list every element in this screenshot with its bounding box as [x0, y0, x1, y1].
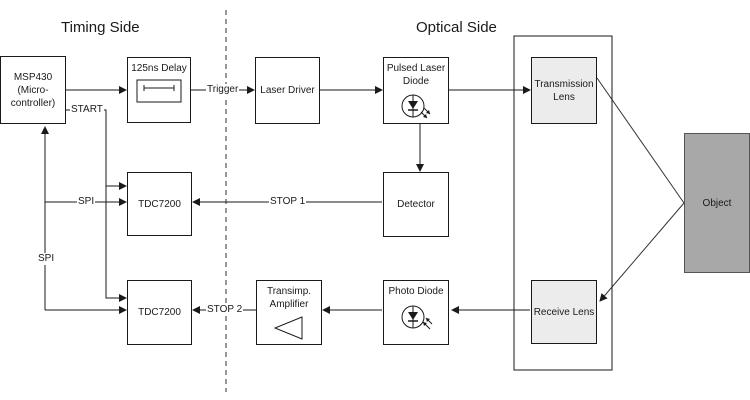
object-label: Object [702, 197, 732, 209]
detector-block: Detector [383, 172, 449, 237]
laser-diode-icon [401, 94, 431, 119]
tdc7200-label-1: TDC7200 [138, 198, 181, 210]
tdc7200-block-1: TDC7200 [127, 172, 192, 236]
delay-pulse-icon [136, 79, 182, 103]
pulsed-laser-label: Pulsed Laser Diode [386, 63, 446, 87]
optical-side-header: Optical Side [416, 19, 497, 36]
spi-label-vertical: SPI [37, 253, 56, 265]
lens-housing [513, 35, 613, 371]
msp430-block: MSP430 (Micro- controller) [0, 56, 66, 124]
msp430-label: MSP430 (Micro- controller) [10, 71, 56, 109]
pulsed-laser-block: Pulsed Laser Diode [383, 57, 449, 124]
laser-driver-label: Laser Driver [260, 85, 315, 96]
delay-label: 125ns Delay [131, 63, 187, 74]
photodiode-icon [401, 305, 433, 330]
beam-object-to-rx [599, 202, 685, 302]
amplifier-triangle-icon [273, 316, 303, 340]
photo-diode-block: Photo Diode [383, 280, 449, 345]
trigger-label: Trigger [206, 84, 240, 96]
laser-driver-block: Laser Driver [255, 57, 320, 124]
wire-start-branch [105, 186, 127, 302]
stop1-label: STOP 1 [269, 196, 307, 208]
timing-side-header: Timing Side [61, 19, 140, 36]
receive-lens-label: Receive Lens [533, 306, 595, 318]
wire-start [66, 109, 127, 190]
stop2-label: STOP 2 [206, 304, 244, 316]
receive-lens-block: Receive Lens [531, 280, 597, 344]
tdc7200-label-2: TDC7200 [138, 307, 181, 318]
transmission-lens-label: Transmission Lens [534, 78, 594, 103]
transmission-lens-block: Transmission Lens [531, 57, 597, 124]
delay-block: 125ns Delay [127, 57, 191, 123]
start-label: START [70, 104, 104, 116]
transimp-amplifier-block: Transimp. Amplifier [256, 280, 322, 345]
photo-diode-label: Photo Diode [388, 286, 444, 297]
detector-label: Detector [397, 199, 435, 210]
object-block: Object [684, 133, 750, 273]
spi-label-horizontal: SPI [77, 196, 96, 208]
transimp-amplifier-label: Transimp. Amplifier [266, 286, 312, 310]
tdc7200-block-2: TDC7200 [127, 280, 192, 345]
beam-tx-to-object [596, 77, 685, 204]
